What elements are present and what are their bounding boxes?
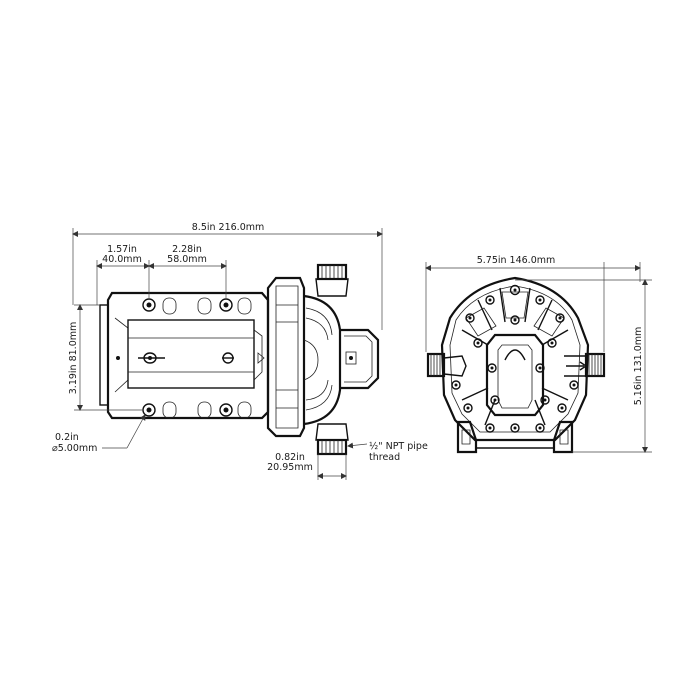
mounting-feet bbox=[456, 420, 574, 454]
radial-ribs bbox=[461, 287, 569, 426]
mount-height-label: 3.19in 81.0mm bbox=[68, 322, 79, 395]
port-offset-mm-label: 40.0mm bbox=[102, 254, 142, 265]
top-port bbox=[315, 263, 349, 297]
bottom-port bbox=[315, 423, 349, 456]
end-height-label: 5.16in 131.0mm bbox=[633, 327, 644, 406]
right-port bbox=[564, 352, 606, 378]
end-housing bbox=[440, 276, 590, 442]
motor-panel bbox=[127, 319, 255, 389]
thread-label-line1: ½" NPT pipe bbox=[369, 441, 428, 452]
port-offset-in-label: 1.57in bbox=[107, 244, 137, 255]
pump-head bbox=[266, 276, 380, 438]
housing-bolts bbox=[451, 284, 579, 433]
side-view-dimensions: 8.5in 216.0mm 1.57in 40.0mm 2.28in 58.0m… bbox=[52, 222, 428, 480]
thread-label-line2: thread bbox=[369, 452, 400, 463]
center-valve-body bbox=[485, 333, 545, 417]
port-width-mm-label: 20.95mm bbox=[267, 462, 313, 473]
hole-dia-in-label: 0.2in bbox=[55, 432, 79, 443]
bottom-mounting-holes bbox=[142, 401, 252, 419]
port-spacing-in-label: 2.28in bbox=[172, 244, 202, 255]
top-mounting-holes bbox=[142, 297, 252, 315]
port-spacing-mm-label: 58.0mm bbox=[167, 254, 207, 265]
hole-dia-mm-label: ⌀5.00mm bbox=[52, 443, 97, 454]
end-view-dimensions: 5.75in 146.0mm 5.16in 131.0mm bbox=[425, 255, 652, 453]
end-view bbox=[426, 276, 606, 454]
overall-length-label: 8.5in 216.0mm bbox=[192, 222, 265, 233]
motor-body bbox=[106, 291, 270, 420]
motor-endcap bbox=[99, 304, 109, 406]
flow-arrow-icon bbox=[579, 361, 588, 371]
end-width-label: 5.75in 146.0mm bbox=[477, 255, 556, 266]
center-screws bbox=[116, 352, 265, 364]
left-port bbox=[426, 352, 467, 378]
side-view bbox=[99, 263, 380, 456]
port-width-in-label: 0.82in bbox=[275, 452, 305, 463]
